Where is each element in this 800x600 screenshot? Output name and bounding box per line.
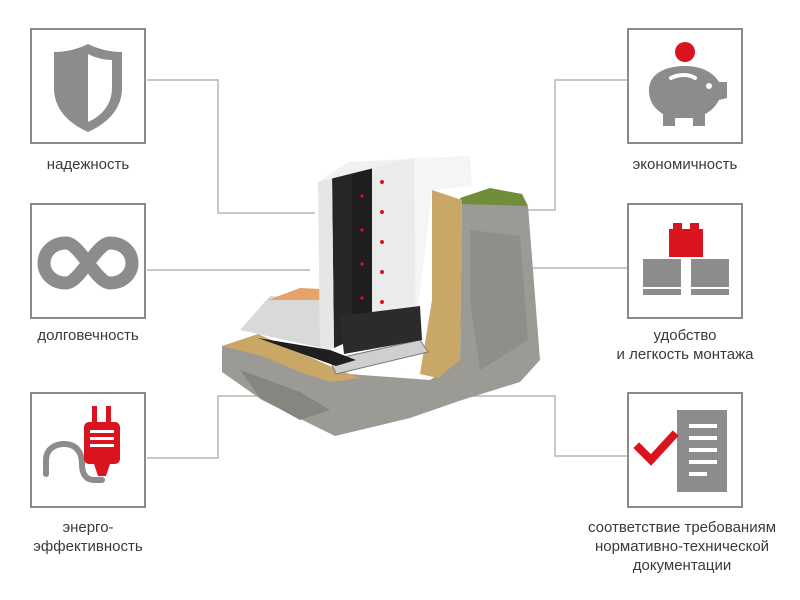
footing-block [340, 306, 422, 354]
checked-document-icon [633, 410, 727, 492]
reliability-label: надежность [46, 156, 130, 173]
wall-insulation-board [372, 158, 416, 334]
infinity-icon [37, 236, 139, 290]
economy-label: экономичность [632, 156, 738, 173]
plug-icon [43, 406, 120, 483]
sand-base [222, 334, 360, 382]
wall-waterproof-layer [352, 164, 372, 340]
bricks-icon [643, 223, 729, 295]
energy-label: энерго- эффективность [33, 519, 143, 555]
grass-top [460, 188, 528, 206]
shield-icon [54, 44, 122, 132]
durability-box [30, 203, 146, 319]
reliability-box [30, 28, 146, 144]
piggy-bank-icon [649, 42, 727, 126]
durability-label: долговечность [37, 327, 139, 344]
wall-membrane [332, 168, 352, 348]
installation-box [627, 203, 743, 319]
economy-box [627, 28, 743, 144]
compliance-label: соответствие требованиям нормативно-техн… [587, 519, 777, 574]
energy-box [30, 392, 146, 508]
soil-base [222, 200, 540, 436]
drain-pipe [329, 339, 429, 375]
sand-backfill [420, 190, 462, 378]
wall-insulation-left [318, 176, 334, 352]
installation-label: удобство и легкость монтажа [616, 327, 754, 363]
compliance-box [627, 392, 743, 508]
base-slab [240, 296, 344, 348]
wall-protection [414, 156, 472, 326]
